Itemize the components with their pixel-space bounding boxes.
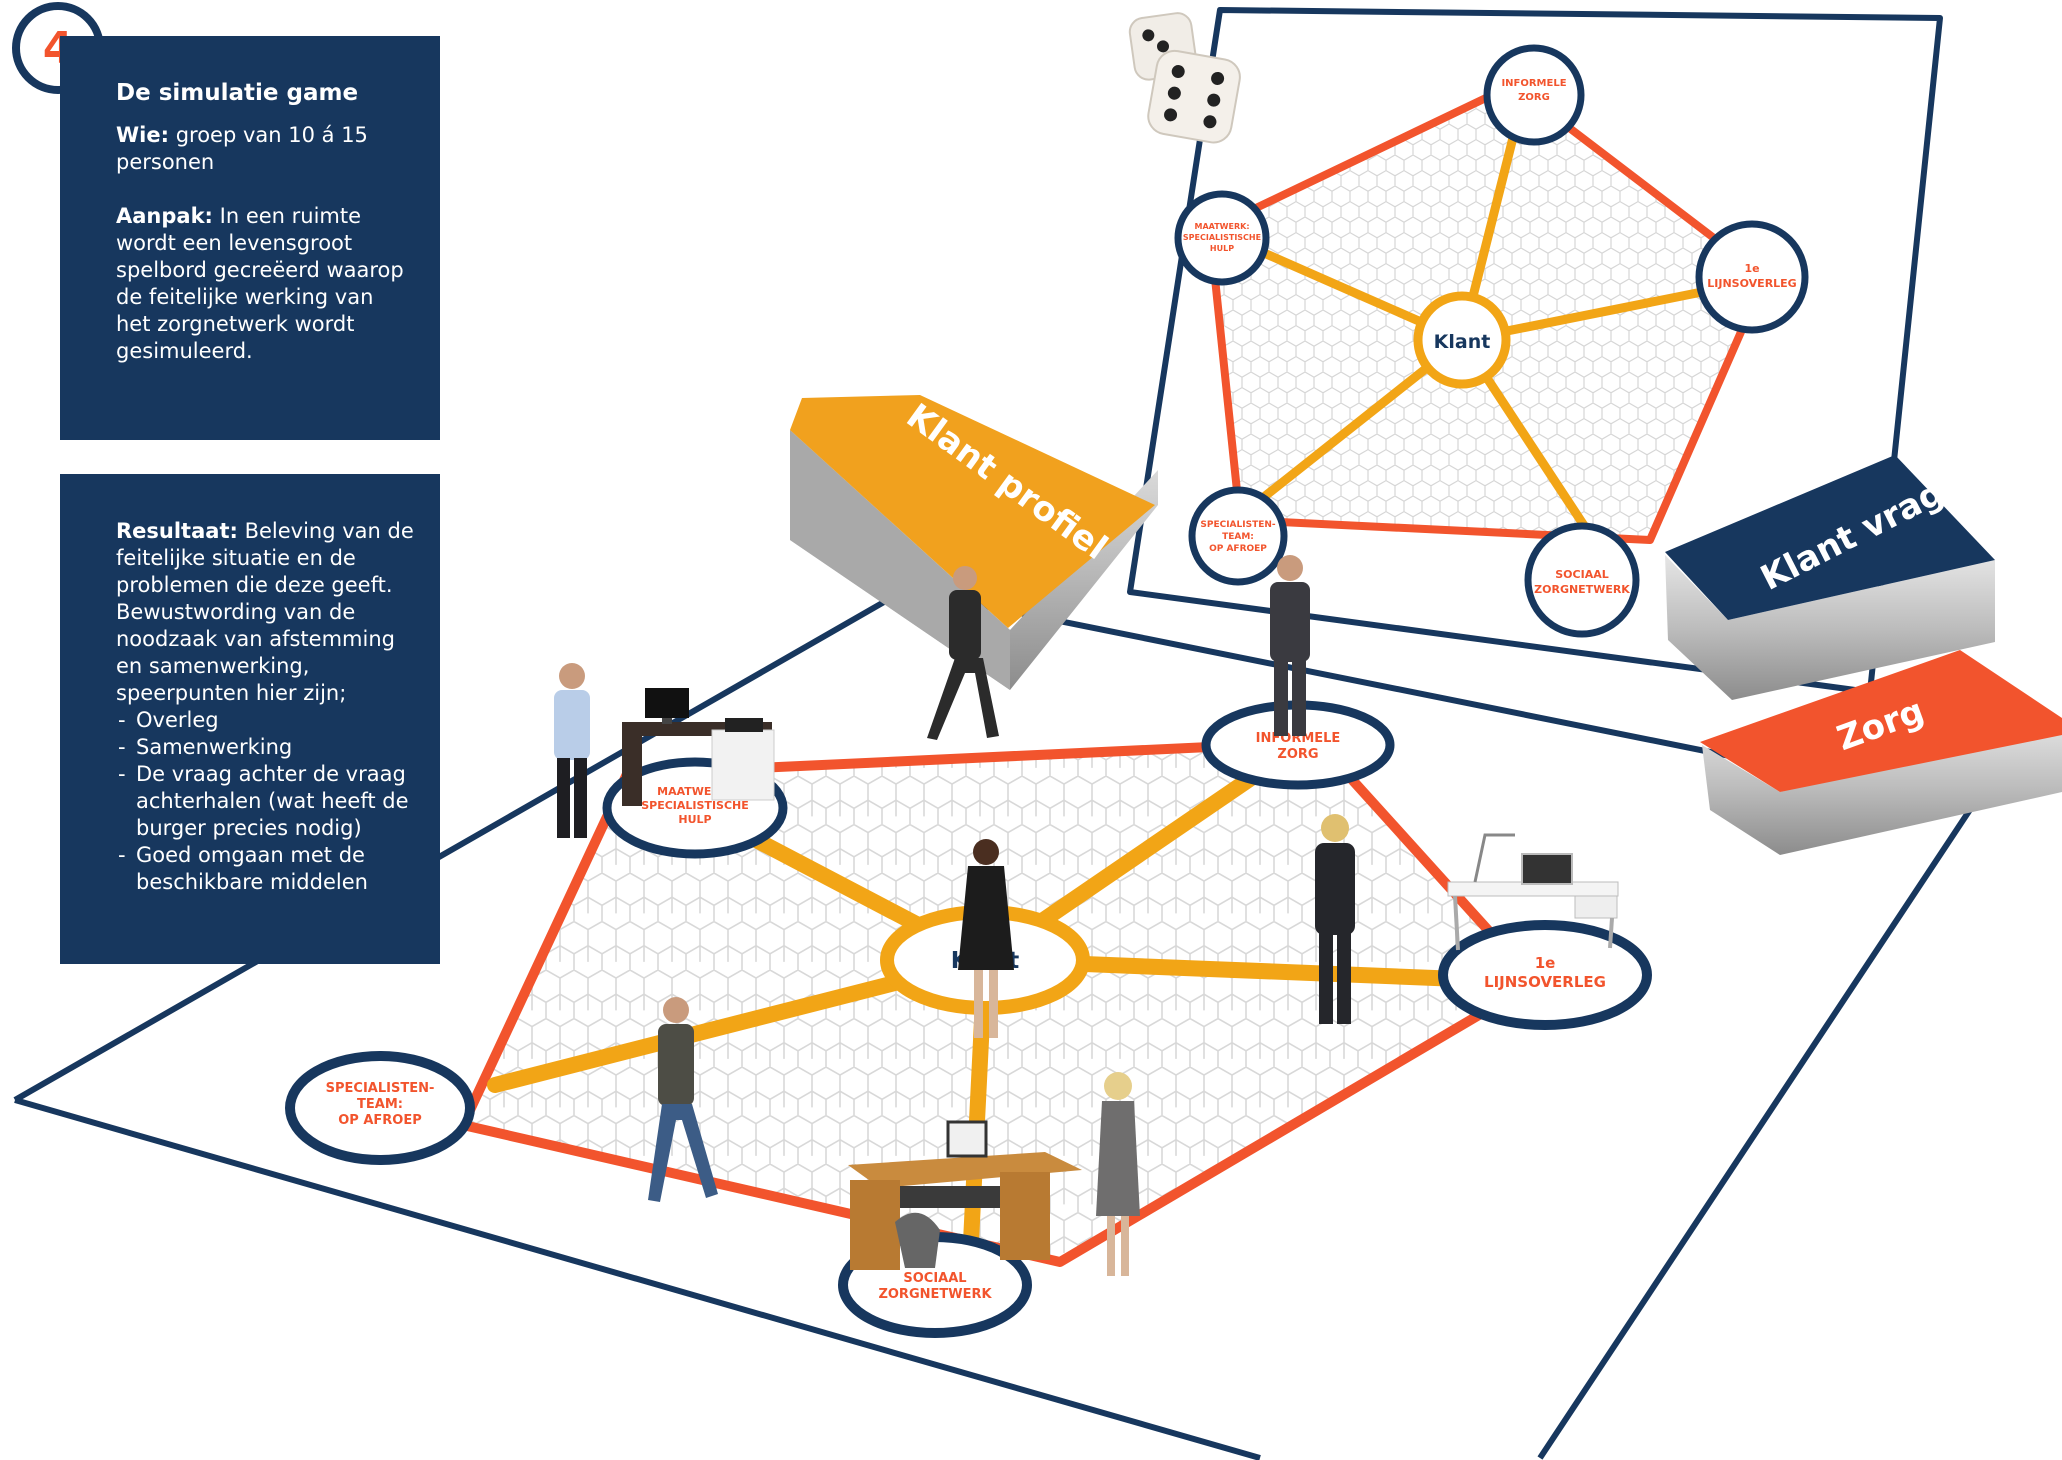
result-label: Resultaat: [116, 519, 238, 543]
back-node-label: MAATWERK: [1194, 222, 1249, 231]
computer-icon [1521, 853, 1573, 885]
who-paragraph: Wie: groep van 10 á 15 personen [116, 122, 414, 176]
card-stack-klant-vragen [1665, 455, 1995, 700]
computer-icon [645, 688, 689, 724]
back-node-maatwerk: MAATWERK: SPECIALISTISCHE HULP [1174, 190, 1270, 286]
back-node-label: LIJNSOVERLEG [1707, 277, 1796, 290]
back-node-label: ZORGNETWERK [1534, 583, 1630, 596]
computer-icon [946, 1120, 988, 1158]
back-node-label: INFORMELE [1501, 78, 1566, 89]
panel-title: De simulatie game [116, 80, 359, 106]
result-panel: Resultaat: Beleving van de feitelijke si… [60, 474, 440, 964]
floor-node-label: OP AFROEP [338, 1113, 422, 1128]
floor-node-informele-zorg: INFORMELE ZORG [1201, 700, 1395, 790]
approach-paragraph: Aanpak: In een ruimte wordt een levensgr… [116, 203, 414, 365]
floor-node-label: ZORGNETWERK [878, 1287, 992, 1302]
back-node-label: ZORG [1518, 92, 1550, 103]
floor-node-label: LIJNSOVERLEG [1484, 973, 1606, 991]
back-node-label: HULP [1210, 244, 1234, 253]
back-node-lijnsoverleg: 1e LIJNSOVERLEG [1695, 220, 1809, 334]
floor-node-label: SOCIAAL [903, 1271, 966, 1286]
back-node-label: 1e [1744, 262, 1759, 275]
back-node-label: SPECIALISTISCHE [1183, 233, 1261, 242]
back-board: Klant INFORMELE ZORG 1e LIJNSOVERLEG SOC… [1127, 7, 1943, 695]
list-item: De vraag achter de vraag achterhalen (wa… [116, 761, 414, 842]
floor-node-label: ZORG [1277, 747, 1318, 762]
list-item: Goed omgaan met de beschikbare middelen [116, 842, 414, 896]
back-node-sociaal-zorgnetwerk: SOCIAAL ZORGNETWERK [1524, 522, 1640, 638]
list-item: Samenwerking [116, 734, 414, 761]
list-item: Overleg [116, 707, 414, 734]
person-figure-icon [554, 555, 1355, 1276]
result-paragraph: Resultaat: Beleving van de feitelijke si… [116, 518, 414, 707]
back-node-label: TEAM: [1222, 532, 1254, 542]
back-node-label: OP AFROEP [1209, 544, 1267, 554]
intro-panel: De simulatie game Wie: groep van 10 á 15… [60, 36, 440, 440]
dice-icon [1128, 12, 1241, 144]
desk-icon-right [1447, 833, 1619, 951]
back-node-label: SPECIALISTEN- [1200, 520, 1276, 530]
floor-node-label: SPECIALISTEN- [326, 1081, 435, 1096]
approach-label: Aanpak: [116, 204, 213, 228]
back-node-specialisten-team: SPECIALISTEN- TEAM: OP AFROEP [1188, 486, 1288, 586]
back-center-label: Klant [1434, 331, 1491, 353]
result-text: Beleving van de feitelijke situatie en d… [116, 519, 414, 705]
who-text: groep van 10 á 15 personen [116, 123, 368, 174]
desk-icon-left [622, 688, 775, 806]
floor-node-label: SPECIALISTISCHE [641, 799, 749, 812]
who-label: Wie: [116, 123, 170, 147]
approach-text: In een ruimte wordt een levensgroot spel… [116, 204, 404, 363]
floor-node-label: HULP [678, 813, 711, 826]
floor-node-lijnsoverleg: 1e LIJNSOVERLEG [1438, 920, 1652, 1030]
back-node-informele-zorg: INFORMELE ZORG [1483, 44, 1585, 146]
card-stack-zorg [1700, 650, 2062, 855]
floor-node-label: TEAM: [357, 1097, 403, 1112]
desk-icon-front [848, 1120, 1082, 1270]
floor-node-label: 1e [1535, 954, 1556, 972]
result-list: Overleg Samenwerking De vraag achter de … [116, 707, 414, 896]
back-node-label: SOCIAAL [1555, 568, 1608, 581]
floor-node-specialisten-team: SPECIALISTEN- TEAM: OP AFROEP [285, 1051, 475, 1165]
